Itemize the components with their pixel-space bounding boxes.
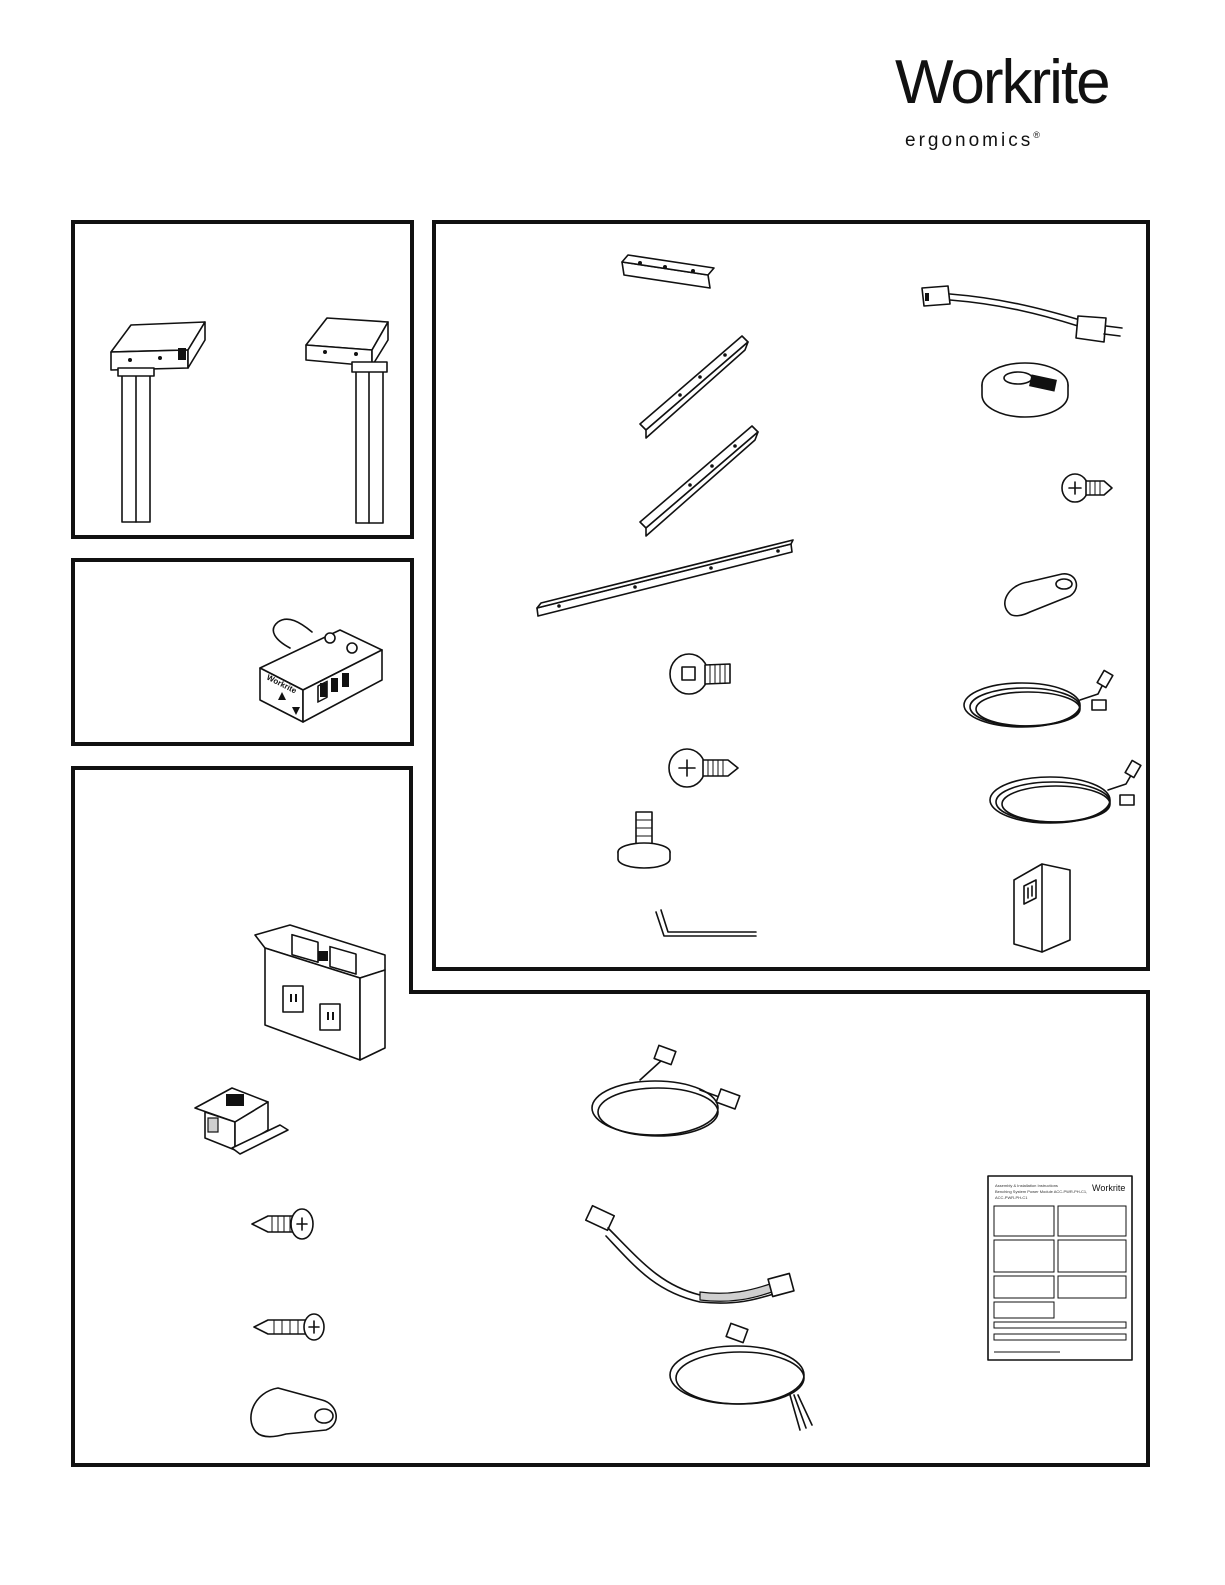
leg-column-icon: [111, 322, 205, 522]
cross-bar-icon: [537, 540, 793, 616]
power-outlet-box-icon: [255, 925, 385, 1060]
leg-column-icon: [306, 318, 388, 523]
mounting-bracket-icon: [622, 255, 714, 288]
flat-head-screw-icon: [670, 654, 730, 694]
hex-key-icon: [656, 910, 756, 936]
grommet-icon: [982, 363, 1068, 417]
leveling-glide-icon: [618, 812, 670, 868]
sheet-subtitle: Benching System Power Module ACC-PWR-PH-…: [995, 1189, 1087, 1194]
side-rail-icon: [640, 426, 758, 536]
instruction-sheet-icon: Assembly & Installation Instructions Ben…: [988, 1176, 1132, 1360]
junction-box-icon: [195, 1088, 288, 1154]
sheet-title: Assembly & Installation Instructions: [995, 1183, 1058, 1188]
harness-cable-icon: [670, 1323, 812, 1430]
pan-head-screw-icon: [669, 749, 738, 787]
coiled-cable-icon: [964, 670, 1113, 727]
power-cord-icon: [922, 286, 1122, 342]
pan-head-screw-icon: [1062, 474, 1112, 502]
coiled-cable-icon: [990, 760, 1141, 823]
sheet-logo: Workrite: [1092, 1183, 1125, 1193]
sheet-subtitle-2: ACC-PWR-PH-C1: [995, 1195, 1028, 1200]
power-adapter-icon: [1014, 864, 1070, 952]
cable-clip-icon: [251, 1388, 336, 1437]
control-switch-icon: Workrite: [260, 619, 382, 722]
pan-head-screw-icon: [254, 1314, 324, 1340]
harness-cable-icon: [586, 1206, 794, 1303]
pan-head-screw-icon: [252, 1209, 313, 1239]
harness-cable-icon: [592, 1045, 740, 1136]
side-rail-icon: [640, 336, 748, 438]
cable-clip-icon: [1005, 574, 1077, 616]
